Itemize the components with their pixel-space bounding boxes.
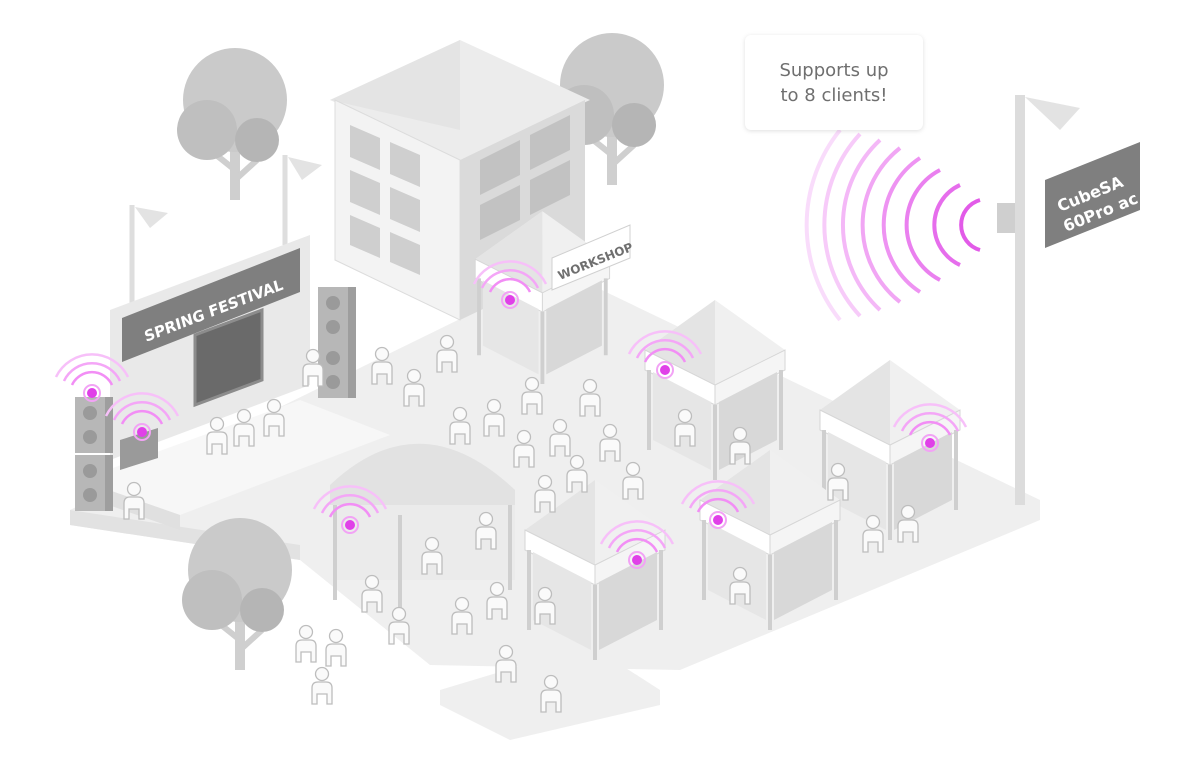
person-icon [311, 666, 333, 705]
access-point-icon [997, 203, 1015, 233]
person-icon [295, 624, 317, 663]
tree-icon [182, 518, 292, 670]
stage-icon: SPRING FESTIVAL [80, 155, 390, 530]
speaker-icon [318, 342, 356, 398]
device-pole: CubeSA 60Pro ac [997, 95, 1140, 505]
stage-banner [122, 248, 300, 362]
speaker-icon [75, 455, 113, 511]
device-flag [1045, 142, 1140, 248]
speaker-icon [318, 287, 356, 343]
person-icon [325, 628, 347, 667]
capacity-callout: Supports up to 8 clients! [745, 35, 923, 130]
stage-screen [193, 307, 264, 408]
speaker-icon [75, 397, 113, 453]
tree-icon [177, 48, 287, 200]
access-point-signal [804, 128, 981, 322]
callout-line-2: to 8 clients! [780, 84, 888, 106]
person-icon [302, 348, 324, 387]
callout-line-1: Supports up [779, 59, 889, 81]
arched-tent [330, 443, 515, 610]
flag-icon [1025, 97, 1080, 130]
